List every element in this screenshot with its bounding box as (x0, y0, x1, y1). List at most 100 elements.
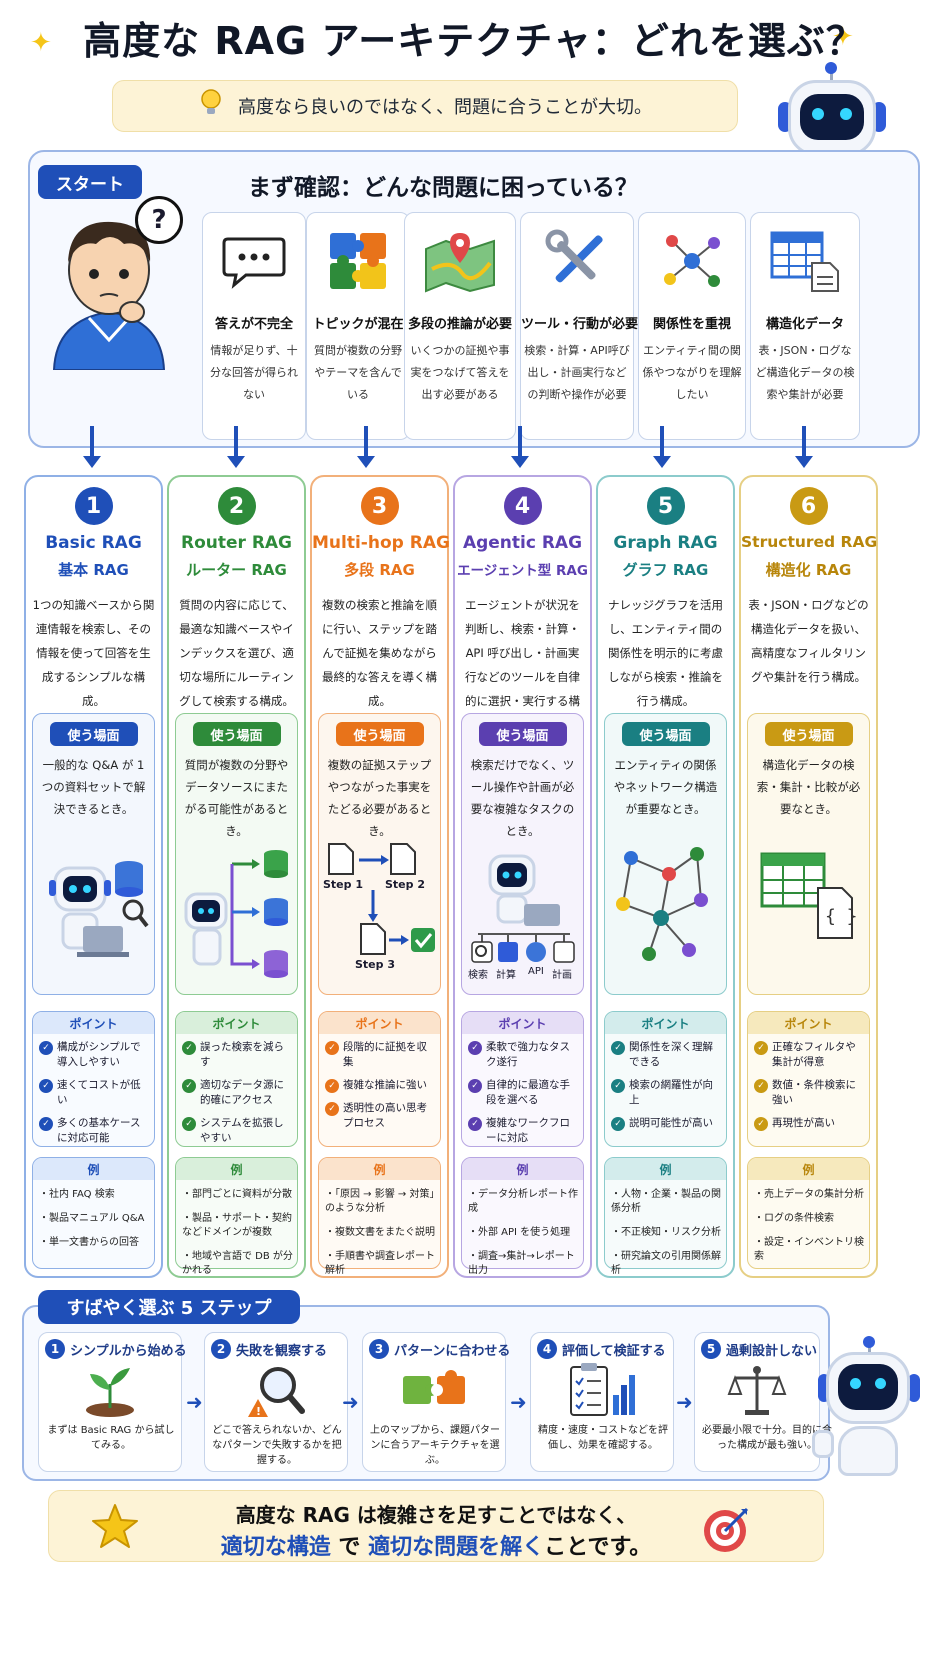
column-title-ja: ルーター RAG (186, 561, 287, 579)
problem-desc: 表・JSON・ログなど構造化データの検索や集計が必要 (755, 344, 855, 401)
tool-label: 計画 (552, 970, 572, 981)
examples-label: 例 (319, 1158, 440, 1180)
column-desc: 表・JSON・ログなどの構造化データを扱い、高精度なフィルタリングや集計を行う構… (748, 598, 869, 684)
use-case-text: 一般的な Q&A が 1つの資料セットで解決できるとき。 (41, 758, 146, 816)
problem-desc: エンティティ間の関係やつながりを理解したい (642, 344, 742, 401)
step-desc: 精度・速度・コストなどを評価し、効果を確認する。 (538, 1425, 668, 1451)
check-icon: ✓ (39, 1041, 53, 1055)
example-item: ・地域や言語で DB が分かれる (182, 1251, 293, 1276)
examples-label: 例 (33, 1158, 154, 1180)
points-label: ポイント (33, 1012, 154, 1034)
problem-desc: 質問が複数の分野やテーマを含んでいる (314, 344, 402, 401)
examples-label: 例 (176, 1158, 297, 1180)
column-number: 3 (360, 487, 399, 525)
sparkle-icon: ✦ (30, 28, 52, 58)
column-number: 2 (217, 487, 256, 525)
structured-data-icon: { } (752, 834, 865, 984)
step-label: Step 2 (385, 878, 425, 891)
use-case-box: 使う場面 複数の証拠ステップやつながった事実をたどる必要があるとき。 Step … (318, 713, 441, 995)
point-item: ✓システムを拡張しやすい (182, 1116, 293, 1146)
example-item: ・外部 API を使う処理 (468, 1227, 571, 1238)
step-number: 5 (701, 1339, 721, 1359)
example-item: ・単一文書からの回答 (39, 1237, 139, 1248)
problem-desc: 情報が足りず、十分な回答が得られない (210, 344, 298, 401)
problem-card: 多段の推論が必要 いくつかの証拠や事実をつなげて答えを出す必要がある (404, 212, 516, 440)
check-icon: ✓ (182, 1079, 196, 1093)
example-item: ・複数文書をまたぐ説明 (325, 1227, 435, 1238)
use-case-box: 使う場面 構造化データの検索・集計・比較が必要なとき。 { } (747, 713, 870, 995)
check-icon: ✓ (182, 1041, 196, 1055)
point-item: ✓構成がシンプルで導入しやすい (39, 1040, 150, 1070)
examples-label: 例 (748, 1158, 869, 1180)
use-case-label: 使う場面 (335, 722, 424, 746)
examples-box: 例 ・人物・企業・製品の関係分析 ・不正検知・リスク分析 ・研究論文の引用関係解… (604, 1157, 727, 1276)
check-icon: ✓ (611, 1079, 625, 1093)
column-number: 6 (789, 487, 828, 525)
lightbulb-icon (198, 84, 224, 125)
use-case-text: エンティティの関係やネットワーク構造が重要なとき。 (613, 758, 718, 816)
use-case-label: 使う場面 (49, 722, 138, 746)
table-icon (751, 213, 859, 309)
examples-label: 例 (462, 1158, 583, 1180)
step-number: 4 (537, 1339, 557, 1359)
step-number: 3 (369, 1339, 389, 1359)
speech-bubble-icon (203, 213, 305, 309)
architecture-column-basic: 1 Basic RAG 基本 RAG 1つの知識ベースから関連情報を検索し、その… (24, 475, 163, 1278)
column-number: 5 (646, 487, 685, 525)
robot-thumbs-up (812, 1330, 932, 1480)
target-icon (704, 1507, 749, 1552)
example-item: ・ログの条件検索 (754, 1213, 834, 1224)
arrow-right-icon: ➜ (342, 1390, 359, 1414)
examples-label: 例 (605, 1158, 726, 1180)
check-icon: ✓ (182, 1117, 196, 1131)
page-title: 高度な RAG アーキテクチャ：どれを選ぶ？ (83, 19, 865, 63)
column-title-ja: 基本 RAG (58, 561, 129, 579)
example-item: ・研究論文の引用関係解析 (611, 1251, 721, 1276)
problem-title: 答えが不完全 (214, 317, 293, 332)
point-item: ✓再現性が高い (754, 1116, 865, 1131)
points-box: ポイント ✓段階的に証拠を収集 ✓複雑な推論に強い ✓透明性の高い思考プロセス (318, 1011, 441, 1147)
step-title: 評価して検証する (562, 1343, 666, 1359)
point-item: ✓段階的に証拠を収集 (325, 1040, 436, 1070)
robot-router-icon (180, 834, 293, 984)
example-item: ・人物・企業・製品の関係分析 (611, 1189, 721, 1214)
clipboard-icon (531, 1363, 673, 1419)
points-box: ポイント ✓正確なフィルタや集計が得意 ✓数値・条件検索に強い ✓再現性が高い (747, 1011, 870, 1147)
examples-box: 例 ・社内 FAQ 検索 ・製品マニュアル Q&A ・単一文書からの回答 (32, 1157, 155, 1269)
check-icon: ✓ (325, 1079, 339, 1093)
architecture-column-graph: 5 Graph RAG グラフ RAG ナレッジグラフを活用し、エンティティ間の… (596, 475, 735, 1278)
conclusion-banner: 高度な RAG は複雑さを足すことではなく、 適切な構造 で 適切な問題を解くこ… (48, 1490, 824, 1562)
puzzle-icon (307, 213, 409, 309)
example-item: ・製品マニュアル Q&A (39, 1213, 145, 1224)
use-case-label: 使う場面 (192, 722, 281, 746)
star-icon (92, 1504, 138, 1548)
example-item: ・データ分析レポート作成 (468, 1189, 578, 1214)
problem-card: 関係性を重視 エンティティ間の関係やつながりを理解したい (638, 212, 746, 440)
conclusion-line-1: 高度な RAG は複雑さを足すことではなく、 (235, 1503, 637, 1527)
points-box: ポイント ✓関係性を深く理解できる ✓検索の網羅性が向上 ✓説明可能性が高い (604, 1011, 727, 1147)
step-title: シンプルから始める (70, 1343, 187, 1359)
points-box: ポイント ✓柔軟で強力なタスク遂行 ✓自律的に最適な手段を選べる ✓複雑なワーク… (461, 1011, 584, 1147)
problem-title: 構造化データ (765, 317, 844, 332)
problem-title: 多段の推論が必要 (407, 317, 512, 332)
example-item: ・設定・インベントリ検索 (754, 1237, 864, 1262)
problem-card: トピックが混在 質問が複数の分野やテーマを含んでいる (306, 212, 410, 440)
arrow-right-icon: ➜ (186, 1390, 203, 1414)
use-case-box: 使う場面 質問が複数の分野やデータソースにまたがる可能性があるとき。 (175, 713, 298, 995)
problem-card: ツール・行動が必要 検索・計算・API呼び出し・計画実行などの判断や操作が必要 (520, 212, 638, 440)
column-desc: ナレッジグラフを活用し、エンティティ間の関係性を明示的に考慮しながら検索・推論を… (608, 598, 723, 708)
examples-box: 例 ・データ分析レポート作成 ・外部 API を使う処理 ・調査→集計→レポート… (461, 1157, 584, 1276)
point-item: ✓多くの基本ケースに対応可能 (39, 1116, 150, 1146)
column-title-en: Structured RAG (741, 533, 878, 551)
check-icon: ✓ (611, 1041, 625, 1055)
step-desc: まずは Basic RAG から試してみる。 (47, 1425, 175, 1451)
point-item: ✓自律的に最適な手段を選べる (468, 1078, 579, 1108)
architecture-column-router: 2 Router RAG ルーター RAG 質問の内容に応じて、最適な知識ベース… (167, 475, 306, 1278)
step-title: 失敗を観察する (236, 1343, 328, 1359)
example-item: ・「原因 → 影響 → 対策」のような分析 (325, 1189, 435, 1214)
architecture-column-multihop: 3 Multi-hop RAG 多段 RAG 複数の検索と推論を順に行い、ステッ… (310, 475, 450, 1278)
points-label: ポイント (319, 1012, 440, 1034)
